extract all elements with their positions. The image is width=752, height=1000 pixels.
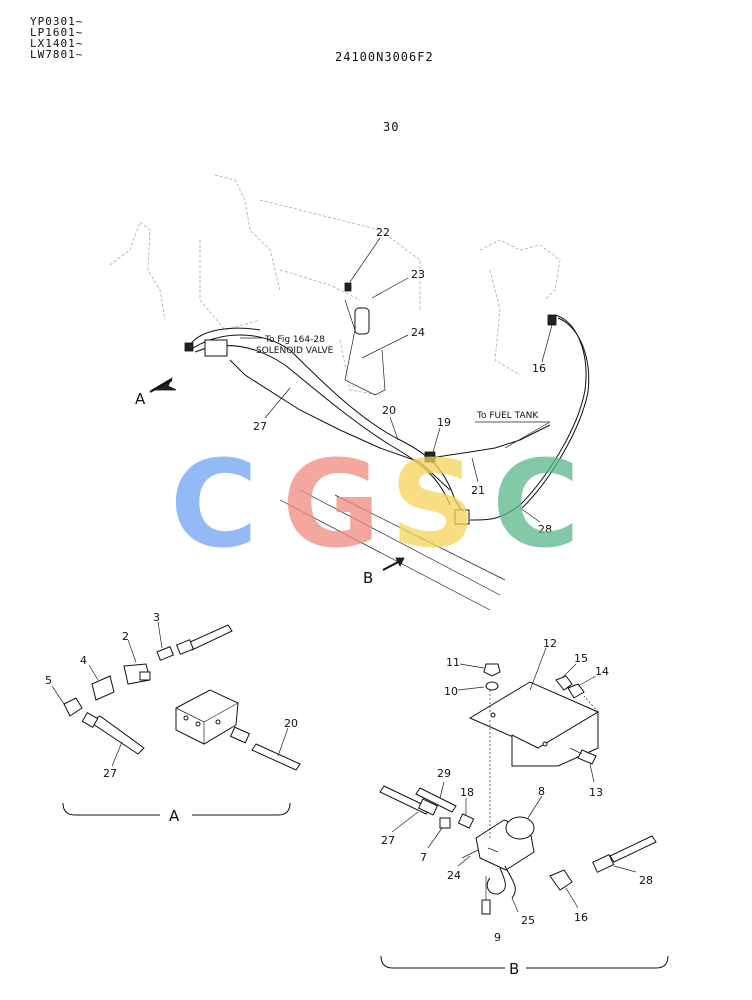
detail-a-view: 2 3 4 5 27 20 A	[45, 611, 301, 825]
callout-10: 10	[444, 685, 458, 698]
note-fuel-tank: To FUEL TANK	[476, 411, 539, 421]
serial-range: LP1601~	[30, 26, 84, 39]
callout-9: 9	[494, 931, 501, 944]
detail-a-title: A	[169, 807, 180, 825]
callout-20: 20	[382, 404, 396, 417]
serial-range-list: YP0301~ LP1601~ LX1401~ LW7801~	[30, 16, 83, 60]
callout-8: 8	[538, 785, 545, 798]
main-assembly-view: 22 23 24 16 19 20 21 27 28 To Fig 164-28…	[109, 174, 590, 611]
callout-3: 3	[153, 611, 160, 624]
callout-5: 5	[45, 674, 52, 687]
callout-27: 27	[253, 420, 267, 433]
callout-4: 4	[80, 654, 87, 667]
callout-13: 13	[589, 786, 603, 799]
serial-range: LX1401~	[30, 37, 84, 50]
view-b-marker: B	[363, 569, 373, 587]
callout-27-a: 27	[103, 767, 117, 780]
note-solenoid-valve: SOLENOID VALVE	[256, 346, 334, 356]
callout-15: 15	[574, 652, 588, 665]
detail-b-title: B	[509, 960, 519, 978]
callout-24: 24	[411, 326, 425, 339]
callout-12: 12	[543, 637, 557, 650]
watermark-letter: C	[492, 436, 580, 575]
callout-18: 18	[460, 786, 474, 799]
serial-range: LW7801~	[30, 48, 84, 61]
callout-20-a: 20	[284, 717, 298, 730]
view-a-marker: A	[135, 390, 146, 408]
cgsc-watermark: C G S C	[170, 436, 580, 575]
document-code: 24100N3006F2	[335, 50, 434, 64]
callout-22: 22	[376, 226, 390, 239]
callout-11: 11	[446, 656, 460, 669]
callout-16: 16	[532, 362, 546, 375]
callout-21: 21	[471, 484, 485, 497]
callout-28-b: 28	[639, 874, 653, 887]
callout-25: 25	[521, 914, 535, 927]
note-to-fig: To Fig 164-28	[264, 335, 325, 345]
callout-14: 14	[595, 665, 609, 678]
callout-28: 28	[538, 523, 552, 536]
callout-29: 29	[437, 767, 451, 780]
callout-16-b: 16	[574, 911, 588, 924]
callout-19: 19	[437, 416, 451, 429]
watermark-letter: S	[390, 436, 476, 575]
callout-7: 7	[420, 851, 427, 864]
detail-b-view: 11 10 12 15 14 13 29 8 18 27 7 24 16 28 …	[379, 637, 669, 978]
callout-27-b: 27	[381, 834, 395, 847]
callout-24-b: 24	[447, 869, 461, 882]
callout-23: 23	[411, 268, 425, 281]
serial-range: YP0301~	[30, 15, 84, 28]
callout-2: 2	[122, 630, 129, 643]
watermark-letter: G	[282, 436, 381, 575]
page-number: 30	[383, 120, 400, 134]
watermark-letter: C	[170, 436, 258, 575]
